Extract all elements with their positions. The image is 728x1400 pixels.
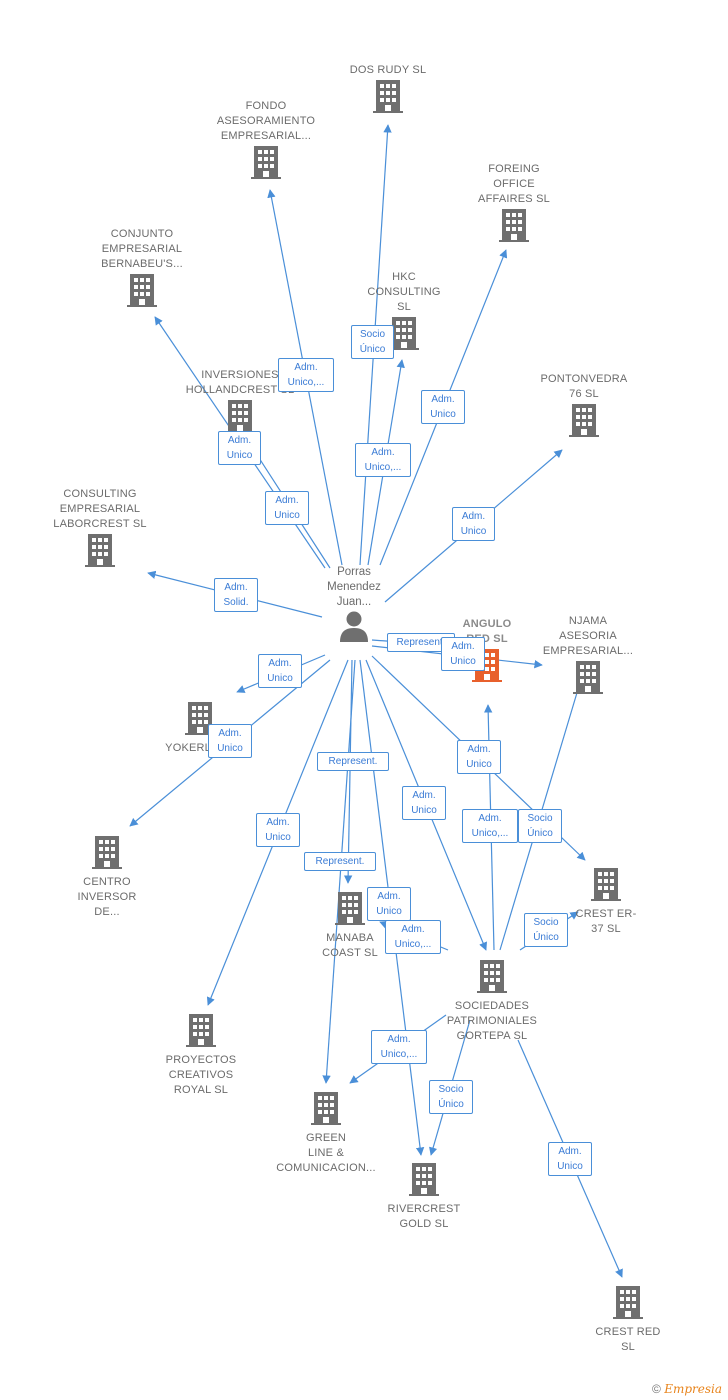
- copyright-symbol: ©: [652, 1382, 661, 1396]
- company-node-proyectos[interactable]: PROYECTOS CREATIVOS ROYAL SL: [136, 1012, 266, 1098]
- relation-label[interactable]: Represent.: [304, 852, 376, 871]
- company-name: SOCIEDADES PATRIMONIALES GORTEPA SL: [446, 1000, 538, 1042]
- relation-label[interactable]: Adm. Solid.: [214, 578, 258, 612]
- relation-label[interactable]: Socio Único: [429, 1080, 473, 1114]
- building-icon: [373, 80, 403, 113]
- building-icon: [225, 400, 255, 433]
- company-name: FOREING OFFICE AFFAIRES SL: [478, 163, 550, 205]
- company-name: CONSULTING EMPRESARIAL LABORCREST SL: [53, 488, 147, 530]
- company-node-njama[interactable]: NJAMA ASESORIA EMPRESARIAL...: [523, 614, 653, 700]
- company-node-manaba[interactable]: MANABA COAST SL: [285, 890, 415, 961]
- edge-person-manaba: [343, 659, 353, 884]
- company-node-rivercrest[interactable]: RIVERCREST GOLD SL: [359, 1161, 489, 1232]
- copyright-footer: © Empresia: [652, 1382, 722, 1396]
- company-node-dos-rudy[interactable]: DOS RUDY SL: [323, 63, 453, 119]
- company-name: NJAMA ASESORIA EMPRESARIAL...: [542, 615, 634, 657]
- company-name: DOS RUDY SL: [349, 64, 427, 76]
- relation-label[interactable]: Adm. Unico: [452, 507, 495, 541]
- building-icon: [409, 1163, 439, 1196]
- relation-label[interactable]: Adm. Unico: [441, 637, 485, 671]
- building-icon: [186, 1014, 216, 1047]
- person-icon: [340, 611, 368, 642]
- edge-person-green: [322, 659, 356, 1084]
- relation-label[interactable]: Represent.: [387, 633, 455, 652]
- company-node-crest-red[interactable]: CREST RED SL: [563, 1284, 693, 1355]
- building-icon: [311, 1092, 341, 1125]
- company-node-crest-er[interactable]: CREST ER- 37 SL: [541, 866, 671, 937]
- company-name: HKC CONSULTING SL: [367, 271, 441, 313]
- relation-label[interactable]: Adm. Unico: [208, 724, 252, 758]
- building-icon: [573, 661, 603, 694]
- company-node-consulting-laborcrest[interactable]: CONSULTING EMPRESARIAL LABORCREST SL: [35, 487, 165, 573]
- relation-label[interactable]: Adm. Unico: [218, 431, 261, 465]
- company-name: RIVERCREST GOLD SL: [387, 1203, 461, 1230]
- building-icon: [92, 836, 122, 869]
- company-name: MANABA COAST SL: [322, 932, 378, 959]
- company-node-fondo[interactable]: FONDO ASESORAMIENTO EMPRESARIAL...: [201, 99, 331, 185]
- relation-label[interactable]: Adm. Unico: [457, 740, 501, 774]
- relation-label[interactable]: Adm. Unico,...: [278, 358, 334, 392]
- relation-label[interactable]: Adm. Unico: [258, 654, 302, 688]
- relation-label[interactable]: Adm. Unico: [548, 1142, 592, 1176]
- company-node-centro[interactable]: CENTRO INVERSOR DE...: [42, 834, 172, 920]
- relation-label[interactable]: Adm. Unico: [402, 786, 446, 820]
- building-icon: [477, 960, 507, 993]
- relation-label[interactable]: Adm. Unico: [265, 491, 309, 525]
- company-name: PONTONVEDRA 76 SL: [540, 373, 628, 400]
- building-icon: [499, 209, 529, 242]
- company-name: CREST RED SL: [595, 1326, 661, 1353]
- building-icon: [127, 274, 157, 307]
- person-name: Porras Menendez Juan...: [327, 566, 381, 608]
- relation-label[interactable]: Represent.: [317, 752, 389, 771]
- relation-label[interactable]: Adm. Unico: [421, 390, 465, 424]
- building-icon: [335, 892, 365, 925]
- relation-label[interactable]: Socio Único: [518, 809, 562, 843]
- relation-label[interactable]: Socio Único: [351, 325, 394, 359]
- relation-label[interactable]: Adm. Unico,...: [385, 920, 441, 954]
- building-icon: [569, 404, 599, 437]
- building-icon: [591, 868, 621, 901]
- company-node-foreing[interactable]: FOREING OFFICE AFFAIRES SL: [449, 162, 579, 248]
- building-icon: [389, 317, 419, 350]
- company-name: PROYECTOS CREATIVOS ROYAL SL: [165, 1054, 237, 1096]
- relation-label[interactable]: Adm. Unico: [367, 887, 411, 921]
- relation-label[interactable]: Socio Único: [524, 913, 568, 947]
- company-name: GREEN LINE & COMUNICACION...: [276, 1132, 376, 1174]
- building-icon: [613, 1286, 643, 1319]
- company-node-pontonvedra[interactable]: PONTONVEDRA 76 SL: [519, 372, 649, 443]
- brand-logo[interactable]: Empresia: [664, 1382, 722, 1396]
- company-node-conjunto[interactable]: CONJUNTO EMPRESARIAL BERNABEU'S...: [77, 227, 207, 313]
- building-icon: [251, 146, 281, 179]
- person-node[interactable]: Porras Menendez Juan...: [309, 565, 399, 649]
- relation-label[interactable]: Adm. Unico,...: [462, 809, 518, 843]
- relation-label[interactable]: Adm. Unico,...: [355, 443, 411, 477]
- company-name: CONJUNTO EMPRESARIAL BERNABEU'S...: [101, 228, 183, 270]
- company-name: FONDO ASESORAMIENTO EMPRESARIAL...: [216, 100, 316, 142]
- company-node-sociedades[interactable]: SOCIEDADES PATRIMONIALES GORTEPA SL: [427, 958, 557, 1044]
- relation-label[interactable]: Adm. Unico: [256, 813, 300, 847]
- company-name: CENTRO INVERSOR DE...: [77, 876, 137, 918]
- company-name: CREST ER- 37 SL: [575, 908, 637, 935]
- relation-label[interactable]: Adm. Unico,...: [371, 1030, 427, 1064]
- company-node-hkc[interactable]: HKC CONSULTING SL: [339, 270, 469, 356]
- company-node-green-line[interactable]: GREEN LINE & COMUNICACION...: [261, 1090, 391, 1176]
- building-icon: [185, 702, 215, 735]
- building-icon: [85, 534, 115, 567]
